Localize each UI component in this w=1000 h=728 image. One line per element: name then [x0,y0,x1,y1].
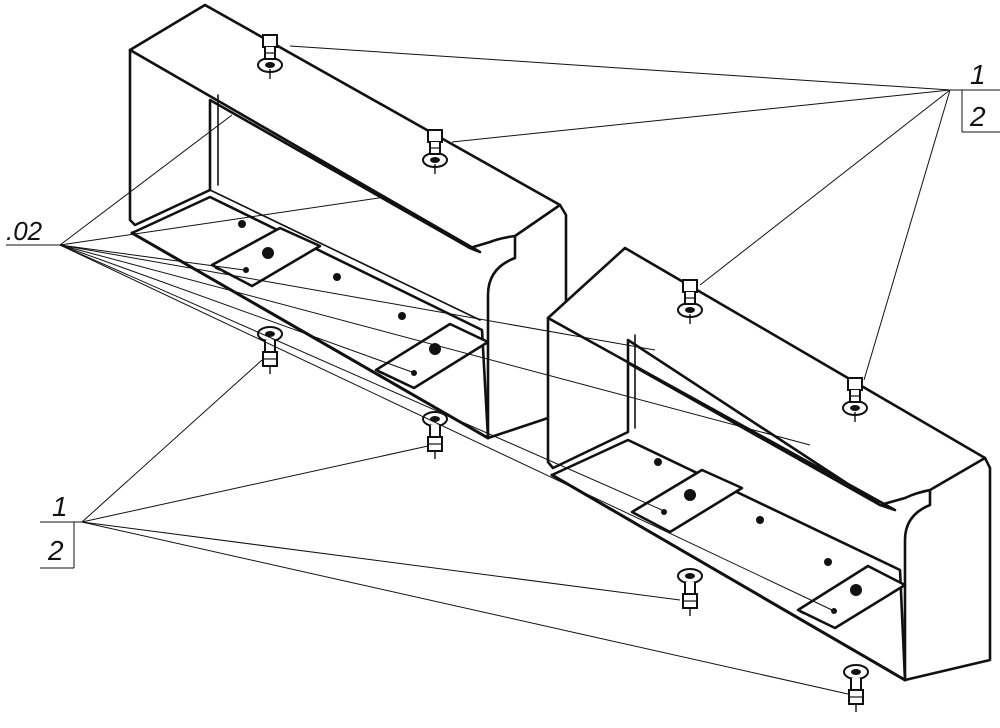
callout-bottom-left: 1 2 [40,491,82,569]
left-enclosure [128,3,568,440]
callout-upper-number: 1 [52,491,68,522]
mounting-bracket [796,564,907,630]
leader-lines [59,45,951,695]
callout-part-label: .02 [6,216,43,246]
right-enclosure [546,246,992,682]
callout-lower-number: 2 [969,101,986,132]
callout-upper-number: 1 [970,59,986,90]
callout-left: .02 [6,216,62,246]
callout-lower-number: 2 [47,535,64,566]
mounting-bracket [630,468,744,534]
callout-top-right: 1 2 [950,59,1000,133]
mounting-bracket [374,322,490,390]
